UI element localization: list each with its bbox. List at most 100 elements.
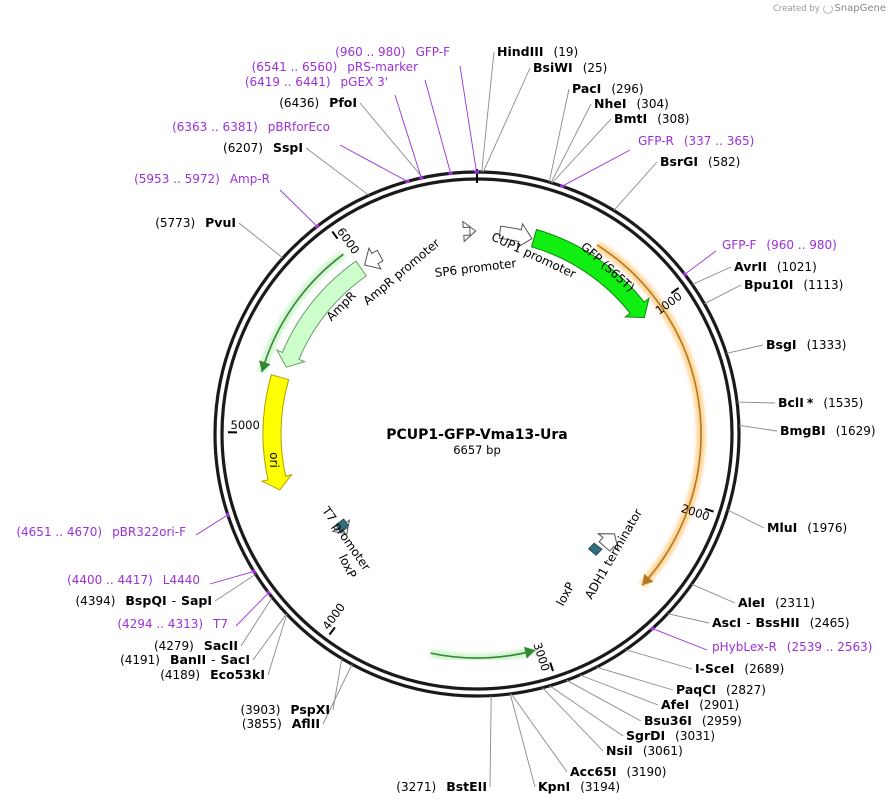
primer-site-pbrforeco[interactable]: (6363 .. 6381)pBRforEco: [172, 120, 330, 134]
primer-site-sp6[interactable]: (960 .. 980)GFP-F: [335, 45, 450, 59]
enzyme-position: (3194): [580, 780, 620, 794]
primer-name: Amp-R: [230, 172, 270, 186]
enzyme-site-bmgbi[interactable]: BmgBI(1629): [780, 423, 876, 438]
enzyme-site-pspxi[interactable]: (3903)PspXI: [240, 702, 330, 717]
enzyme-site-afei[interactable]: AfeI(2901): [661, 697, 739, 712]
enzyme-leader-sspi: [305, 147, 370, 196]
enzyme-site-bsgi[interactable]: BsgI(1333): [766, 337, 846, 352]
enzyme-name: BmtI: [614, 111, 647, 126]
primer-range: (5953 .. 5972): [134, 172, 220, 186]
enzyme-site-bpu10i[interactable]: Bpu10I(1113): [744, 277, 843, 292]
enzyme-site-nsii[interactable]: NsiI(3061): [606, 743, 683, 758]
enzyme-site-bsteii[interactable]: (3271)BstEII: [396, 779, 487, 794]
primer-mark-prs-marker: [448, 171, 453, 176]
enzyme-site-nhei[interactable]: NheI (304): [594, 96, 669, 111]
enzyme-position: (2311): [775, 596, 815, 610]
feature-gfp-arrow[interactable]: [530, 228, 650, 319]
primer-name: L4440: [163, 573, 200, 587]
enzyme-leader-nsii: [542, 687, 604, 752]
enzyme-name: NheI: [594, 96, 627, 111]
svg-text:AleI(2311): AleI (2311): [738, 595, 815, 610]
enzyme-position: (1333): [807, 338, 847, 352]
enzyme-site-bcli[interactable]: BclI*(1535): [778, 395, 863, 410]
primer-site-t7[interactable]: (4294 .. 4313)T7: [117, 617, 228, 631]
feature-ori-arrow[interactable]: [260, 374, 293, 491]
primer-site-l4440[interactable]: (4400 .. 4417) L4440: [67, 573, 200, 587]
enzyme-leader-bmti: [551, 118, 612, 184]
enzyme-site-bsrgi[interactable]: BsrGI(582): [660, 154, 740, 169]
enzyme-site-pfoi[interactable]: (6436)PfoI: [279, 95, 357, 110]
tick-mark-1000: [670, 287, 680, 295]
feature-ampr-arrow[interactable]: [275, 260, 367, 368]
svg-text:(3855)AflII: (3855)AflII: [242, 716, 320, 731]
primer-site-phyblex-r[interactable]: pHybLex-R(2539 .. 2563): [712, 640, 872, 654]
feature-loxp-left[interactable]: [335, 518, 349, 533]
enzyme-position: (2689): [744, 662, 784, 676]
enzyme-site-avrii[interactable]: AvrII(1021): [734, 259, 817, 274]
enzyme-site-bsu36i[interactable]: Bsu36I(2959): [644, 713, 742, 728]
svg-text:MluI(1976): MluI(1976): [767, 520, 847, 535]
enzyme-site-aflii[interactable]: (3855)AflII: [242, 716, 320, 731]
orf-line: [261, 253, 344, 373]
tick-label-5000: 5000: [231, 418, 260, 432]
enzyme-name: AleI: [738, 595, 765, 610]
primer-mark-t7: [266, 590, 272, 596]
enzyme-site-paci[interactable]: PacI(296): [572, 81, 644, 96]
svg-text:(5773)PvuI: (5773)PvuI: [155, 215, 236, 230]
feature-ampr-promoter-arrow[interactable]: [363, 246, 384, 270]
enzyme-position: (4189): [160, 668, 200, 682]
enzyme-site-eco53ki[interactable]: (4189)Eco53kI: [160, 667, 265, 682]
enzyme-site-i-scei[interactable]: I-SceI(2689): [695, 661, 784, 676]
primer-site-pgex3[interactable]: (6419 .. 6441)pGEX 3': [245, 75, 388, 89]
enzyme-site-bsiwi[interactable]: BsiWI(25): [533, 60, 607, 75]
primer-name: pHybLex-R: [712, 640, 777, 654]
enzyme-site-mlui[interactable]: MluI(1976): [767, 520, 847, 535]
enzyme-site-sacii[interactable]: (4279)SacII: [154, 638, 238, 653]
enzyme-name: SacII: [204, 638, 238, 653]
primer-site-gfp-f[interactable]: GFP-F(960 .. 980): [722, 238, 837, 252]
svg-text:AfeI(2901): AfeI(2901): [661, 697, 739, 712]
svg-text:SgrDI(3031): SgrDI(3031): [626, 728, 715, 743]
orf-line: [596, 244, 702, 586]
label-loxp-right: loxP: [553, 580, 577, 608]
svg-text:(3271)BstEII: (3271)BstEII: [396, 779, 487, 794]
feature-sp6-promoter-arrow[interactable]: [462, 220, 477, 243]
enzyme-site-alei[interactable]: AleI (2311): [738, 595, 815, 610]
enzyme-site-acc65i[interactable]: Acc65I(3190): [570, 764, 666, 779]
primer-mark-gfp-f: [682, 271, 688, 277]
enzyme-site-paqci[interactable]: PaqCI(2827): [676, 682, 766, 697]
primer-site-amp-r[interactable]: (5953 .. 5972) Amp-R: [134, 172, 270, 186]
enzyme-position: (25): [583, 61, 608, 75]
primer-range: (4400 .. 4417): [67, 573, 153, 587]
enzyme-site-banii[interactable]: (4191)BanII-SacI: [120, 652, 250, 667]
primer-site-gfp-r[interactable]: GFP-R(337 .. 365): [638, 134, 754, 148]
enzyme-site-sgrdi[interactable]: SgrDI(3031): [626, 728, 715, 743]
enzyme-site-asci[interactable]: AscI-BssHII(2465): [712, 615, 850, 630]
leader-layer: [195, 51, 778, 788]
enzyme-position: (1535): [823, 396, 863, 410]
primer-range: (6419 .. 6441): [245, 75, 331, 89]
enzyme-site-sspi[interactable]: (6207)SspI: [223, 140, 303, 155]
enzyme-name: SgrDI: [626, 728, 665, 743]
primer-leader-l4440: [209, 570, 255, 585]
enzyme-position: (304): [637, 97, 669, 111]
svg-text:(4191)BanII-SacI: (4191)BanII-SacI: [120, 652, 250, 667]
enzyme-site-kpni[interactable]: KpnI(3194): [538, 779, 620, 794]
primer-site-pbr322ori-f[interactable]: (4651 .. 4670)pBR322ori-F: [16, 525, 186, 539]
feature-cup1-promoter-arrow[interactable]: [498, 222, 533, 249]
enzyme-site-hindiii[interactable]: HindIII (19): [497, 44, 578, 59]
enzyme-position: (19): [554, 45, 579, 59]
primer-site-prs-marker[interactable]: (6541 .. 6560)pRS-marker: [252, 60, 418, 74]
enzyme-site-bmti[interactable]: BmtI(308): [614, 111, 689, 126]
enzyme-leader-afei: [579, 674, 659, 706]
enzyme-pair-name: BssHII: [756, 615, 800, 630]
enzyme-name: PacI: [572, 81, 601, 96]
feature-adh1-terminator-arrow[interactable]: [596, 533, 620, 552]
enzyme-site-bspqi[interactable]: (4394)BspQI-SapI: [76, 593, 213, 608]
enzyme-site-pvui[interactable]: (5773)PvuI: [155, 215, 236, 230]
tick-label-6000: 6000: [334, 225, 362, 257]
enzyme-name: HindIII: [497, 44, 544, 59]
feature-loxp-right[interactable]: [587, 542, 603, 556]
enzyme-position: (6207): [223, 141, 263, 155]
svg-text:GFP-F(960 .. 980): GFP-F(960 .. 980): [722, 238, 837, 252]
